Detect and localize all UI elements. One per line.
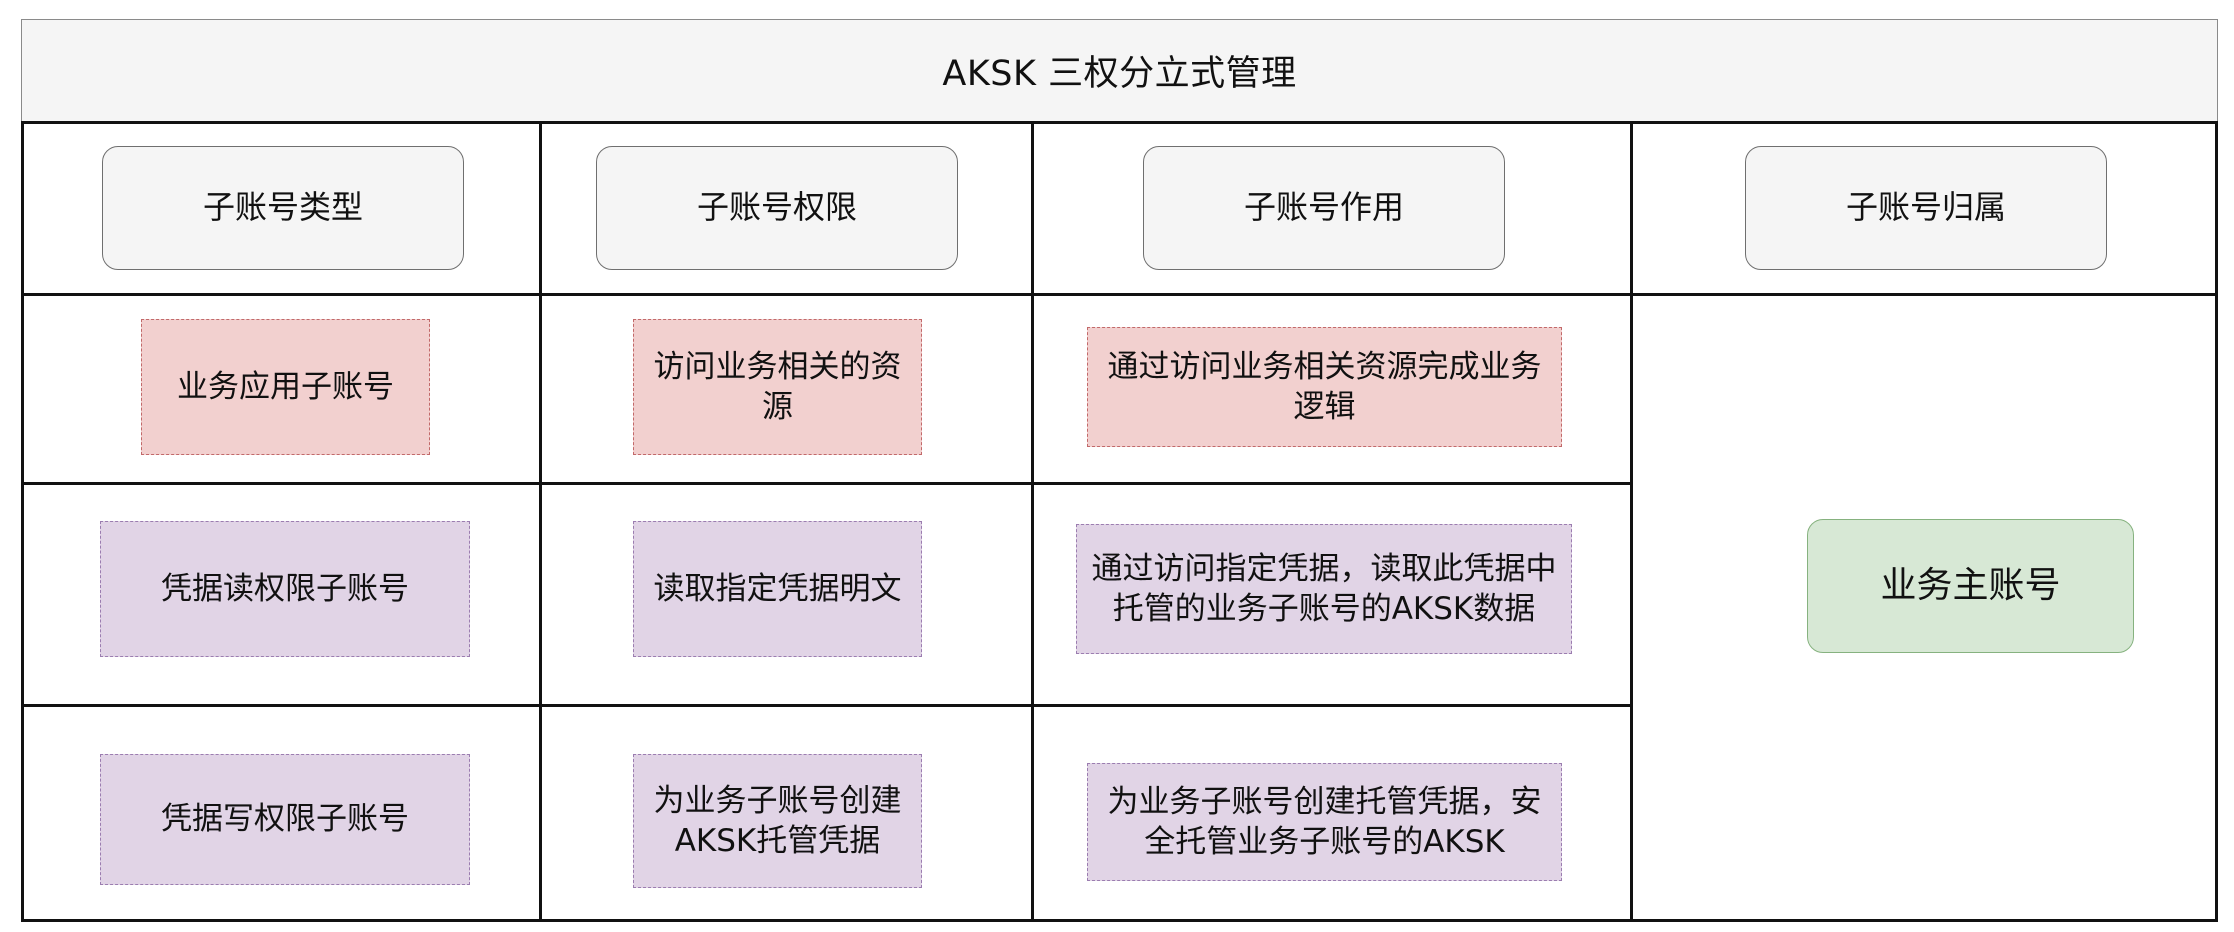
column-header-purpose: 子账号作用 (1143, 146, 1505, 270)
owner-main-account: 业务主账号 (1807, 519, 2134, 653)
grid-line-right (2215, 121, 2218, 922)
column-header-permission: 子账号权限 (596, 146, 958, 270)
column-header-owner: 子账号归属 (1745, 146, 2107, 270)
grid-line-row1-bottom (21, 482, 1632, 485)
row2-purpose: 通过访问指定凭据，读取此凭据中托管的业务子账号的AKSK数据 (1076, 524, 1572, 654)
grid-line-table-bottom (21, 919, 2218, 922)
row3-permission: 为业务子账号创建AKSK托管凭据 (633, 754, 922, 888)
column-header-type: 子账号类型 (102, 146, 464, 270)
row1-account-type: 业务应用子账号 (141, 319, 430, 455)
diagram-title: AKSK 三权分立式管理 (21, 19, 2218, 122)
row1-permission: 访问业务相关的资源 (633, 319, 922, 455)
grid-line-header-top (21, 121, 2218, 124)
row3-purpose: 为业务子账号创建托管凭据，安全托管业务子账号的AKSK (1087, 763, 1562, 881)
grid-line-col2 (1031, 121, 1034, 922)
grid-line-left (21, 121, 24, 922)
row3-account-type: 凭据写权限子账号 (100, 754, 470, 885)
grid-line-col1 (539, 121, 542, 922)
grid-line-col3 (1630, 121, 1633, 922)
grid-line-header-bottom (21, 293, 2218, 296)
row2-account-type: 凭据读权限子账号 (100, 521, 470, 657)
row2-permission: 读取指定凭据明文 (633, 521, 922, 657)
grid-line-row2-bottom (21, 704, 1632, 707)
row1-purpose: 通过访问业务相关资源完成业务逻辑 (1087, 327, 1562, 447)
